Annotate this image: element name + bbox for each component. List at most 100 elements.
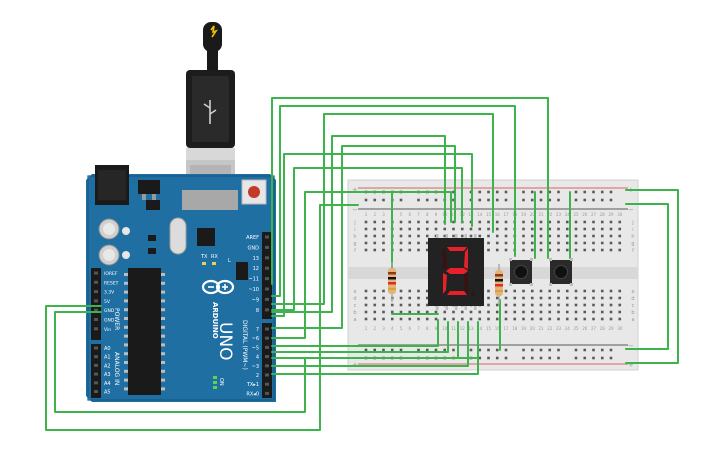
rail-hole[interactable] [495, 190, 499, 194]
breadboard-hole[interactable] [417, 248, 420, 252]
breadboard-hole[interactable] [539, 296, 543, 300]
rail-hole[interactable] [600, 356, 604, 360]
rail-hole[interactable] [417, 198, 420, 202]
rail-hole[interactable] [452, 190, 455, 194]
breadboard-hole[interactable] [408, 289, 412, 293]
breadboard-hole[interactable] [530, 289, 534, 293]
rail-hole[interactable] [557, 190, 560, 194]
breadboard-hole[interactable] [504, 296, 508, 300]
breadboard-hole[interactable] [600, 317, 604, 321]
breadboard-hole[interactable] [565, 248, 569, 252]
wire[interactable] [45, 204, 359, 431]
breadboard-hole[interactable] [487, 248, 490, 252]
header-pin[interactable] [94, 271, 98, 275]
breadboard-hole[interactable] [504, 248, 508, 252]
header-pin[interactable] [265, 373, 269, 377]
breadboard-hole[interactable] [600, 310, 604, 314]
rail-hole[interactable] [373, 198, 377, 202]
breadboard-hole[interactable] [495, 317, 499, 321]
seven-segment-display[interactable]: 2 [428, 234, 484, 310]
breadboard-hole[interactable] [504, 303, 508, 307]
rail-hole[interactable] [434, 198, 438, 202]
breadboard-hole[interactable] [530, 303, 534, 307]
breadboard-hole[interactable] [504, 234, 508, 238]
breadboard-hole[interactable] [609, 220, 613, 224]
rail-hole[interactable] [548, 190, 552, 194]
breadboard-hole[interactable] [425, 227, 429, 231]
rail-hole[interactable] [609, 356, 613, 360]
wire[interactable] [271, 145, 456, 329]
breadboard-hole[interactable] [434, 317, 438, 321]
rail-hole[interactable] [539, 198, 543, 202]
breadboard-hole[interactable] [513, 289, 517, 293]
breadboard-hole[interactable] [399, 220, 403, 224]
rail-hole[interactable] [487, 356, 490, 360]
breadboard-hole[interactable] [364, 296, 368, 300]
breadboard-hole[interactable] [548, 248, 552, 252]
breadboard-hole[interactable] [452, 227, 455, 231]
breadboard-hole[interactable] [565, 317, 569, 321]
breadboard-hole[interactable] [618, 310, 622, 314]
breadboard-hole[interactable] [609, 310, 613, 314]
breadboard-hole[interactable] [373, 310, 377, 314]
breadboard-hole[interactable] [382, 310, 385, 314]
breadboard-hole[interactable] [408, 241, 412, 245]
breadboard-hole[interactable] [583, 248, 587, 252]
breadboard-hole[interactable] [434, 310, 438, 314]
breadboard-hole[interactable] [583, 227, 587, 231]
breadboard-hole[interactable] [487, 220, 490, 224]
breadboard-hole[interactable] [609, 296, 613, 300]
breadboard-hole[interactable] [565, 220, 569, 224]
wire[interactable] [54, 311, 479, 413]
breadboard-hole[interactable] [618, 241, 622, 245]
wire[interactable] [271, 105, 516, 297]
rail-hole[interactable] [600, 198, 604, 202]
breadboard-hole[interactable] [618, 248, 622, 252]
rail-hole[interactable] [522, 190, 525, 194]
rail-hole[interactable] [522, 348, 525, 352]
breadboard-hole[interactable] [399, 310, 403, 314]
breadboard-hole[interactable] [425, 296, 429, 300]
breadboard-hole[interactable] [557, 303, 560, 307]
resistor[interactable] [388, 262, 396, 302]
rail-hole[interactable] [600, 190, 604, 194]
breadboard-hole[interactable] [539, 227, 543, 231]
rail-hole[interactable] [557, 356, 560, 360]
breadboard-hole[interactable] [539, 241, 543, 245]
breadboard-hole[interactable] [408, 296, 412, 300]
header-pin[interactable] [265, 327, 269, 331]
breadboard-hole[interactable] [364, 310, 368, 314]
breadboard-hole[interactable] [609, 289, 613, 293]
breadboard-hole[interactable] [557, 234, 560, 238]
breadboard-hole[interactable] [557, 241, 560, 245]
breadboard-hole[interactable] [530, 248, 534, 252]
breadboard-hole[interactable] [522, 289, 525, 293]
wire[interactable] [271, 97, 549, 285]
breadboard-hole[interactable] [609, 241, 613, 245]
resistor[interactable] [495, 264, 503, 304]
breadboard-hole[interactable] [443, 234, 447, 238]
breadboard-hole[interactable] [574, 248, 578, 252]
rail-hole[interactable] [425, 198, 429, 202]
breadboard-hole[interactable] [522, 234, 525, 238]
breadboard-hole[interactable] [373, 234, 377, 238]
breadboard-hole[interactable] [539, 310, 543, 314]
breadboard-hole[interactable] [565, 289, 569, 293]
breadboard-hole[interactable] [548, 241, 552, 245]
breadboard-hole[interactable] [574, 317, 578, 321]
breadboard-hole[interactable] [548, 296, 552, 300]
arduino-uno-board[interactable]: TX RX L ARDUINO UNO ON [86, 165, 276, 402]
breadboard-hole[interactable] [548, 289, 552, 293]
breadboard-hole[interactable] [600, 303, 604, 307]
rail-hole[interactable] [382, 198, 385, 202]
breadboard-hole[interactable] [530, 227, 534, 231]
breadboard-hole[interactable] [592, 310, 595, 314]
wire[interactable] [271, 321, 479, 375]
breadboard-hole[interactable] [364, 317, 368, 321]
rail-hole[interactable] [592, 348, 595, 352]
rail-hole[interactable] [443, 348, 447, 352]
header-pin[interactable] [94, 280, 98, 284]
breadboard-hole[interactable] [530, 220, 534, 224]
breadboard-hole[interactable] [583, 289, 587, 293]
